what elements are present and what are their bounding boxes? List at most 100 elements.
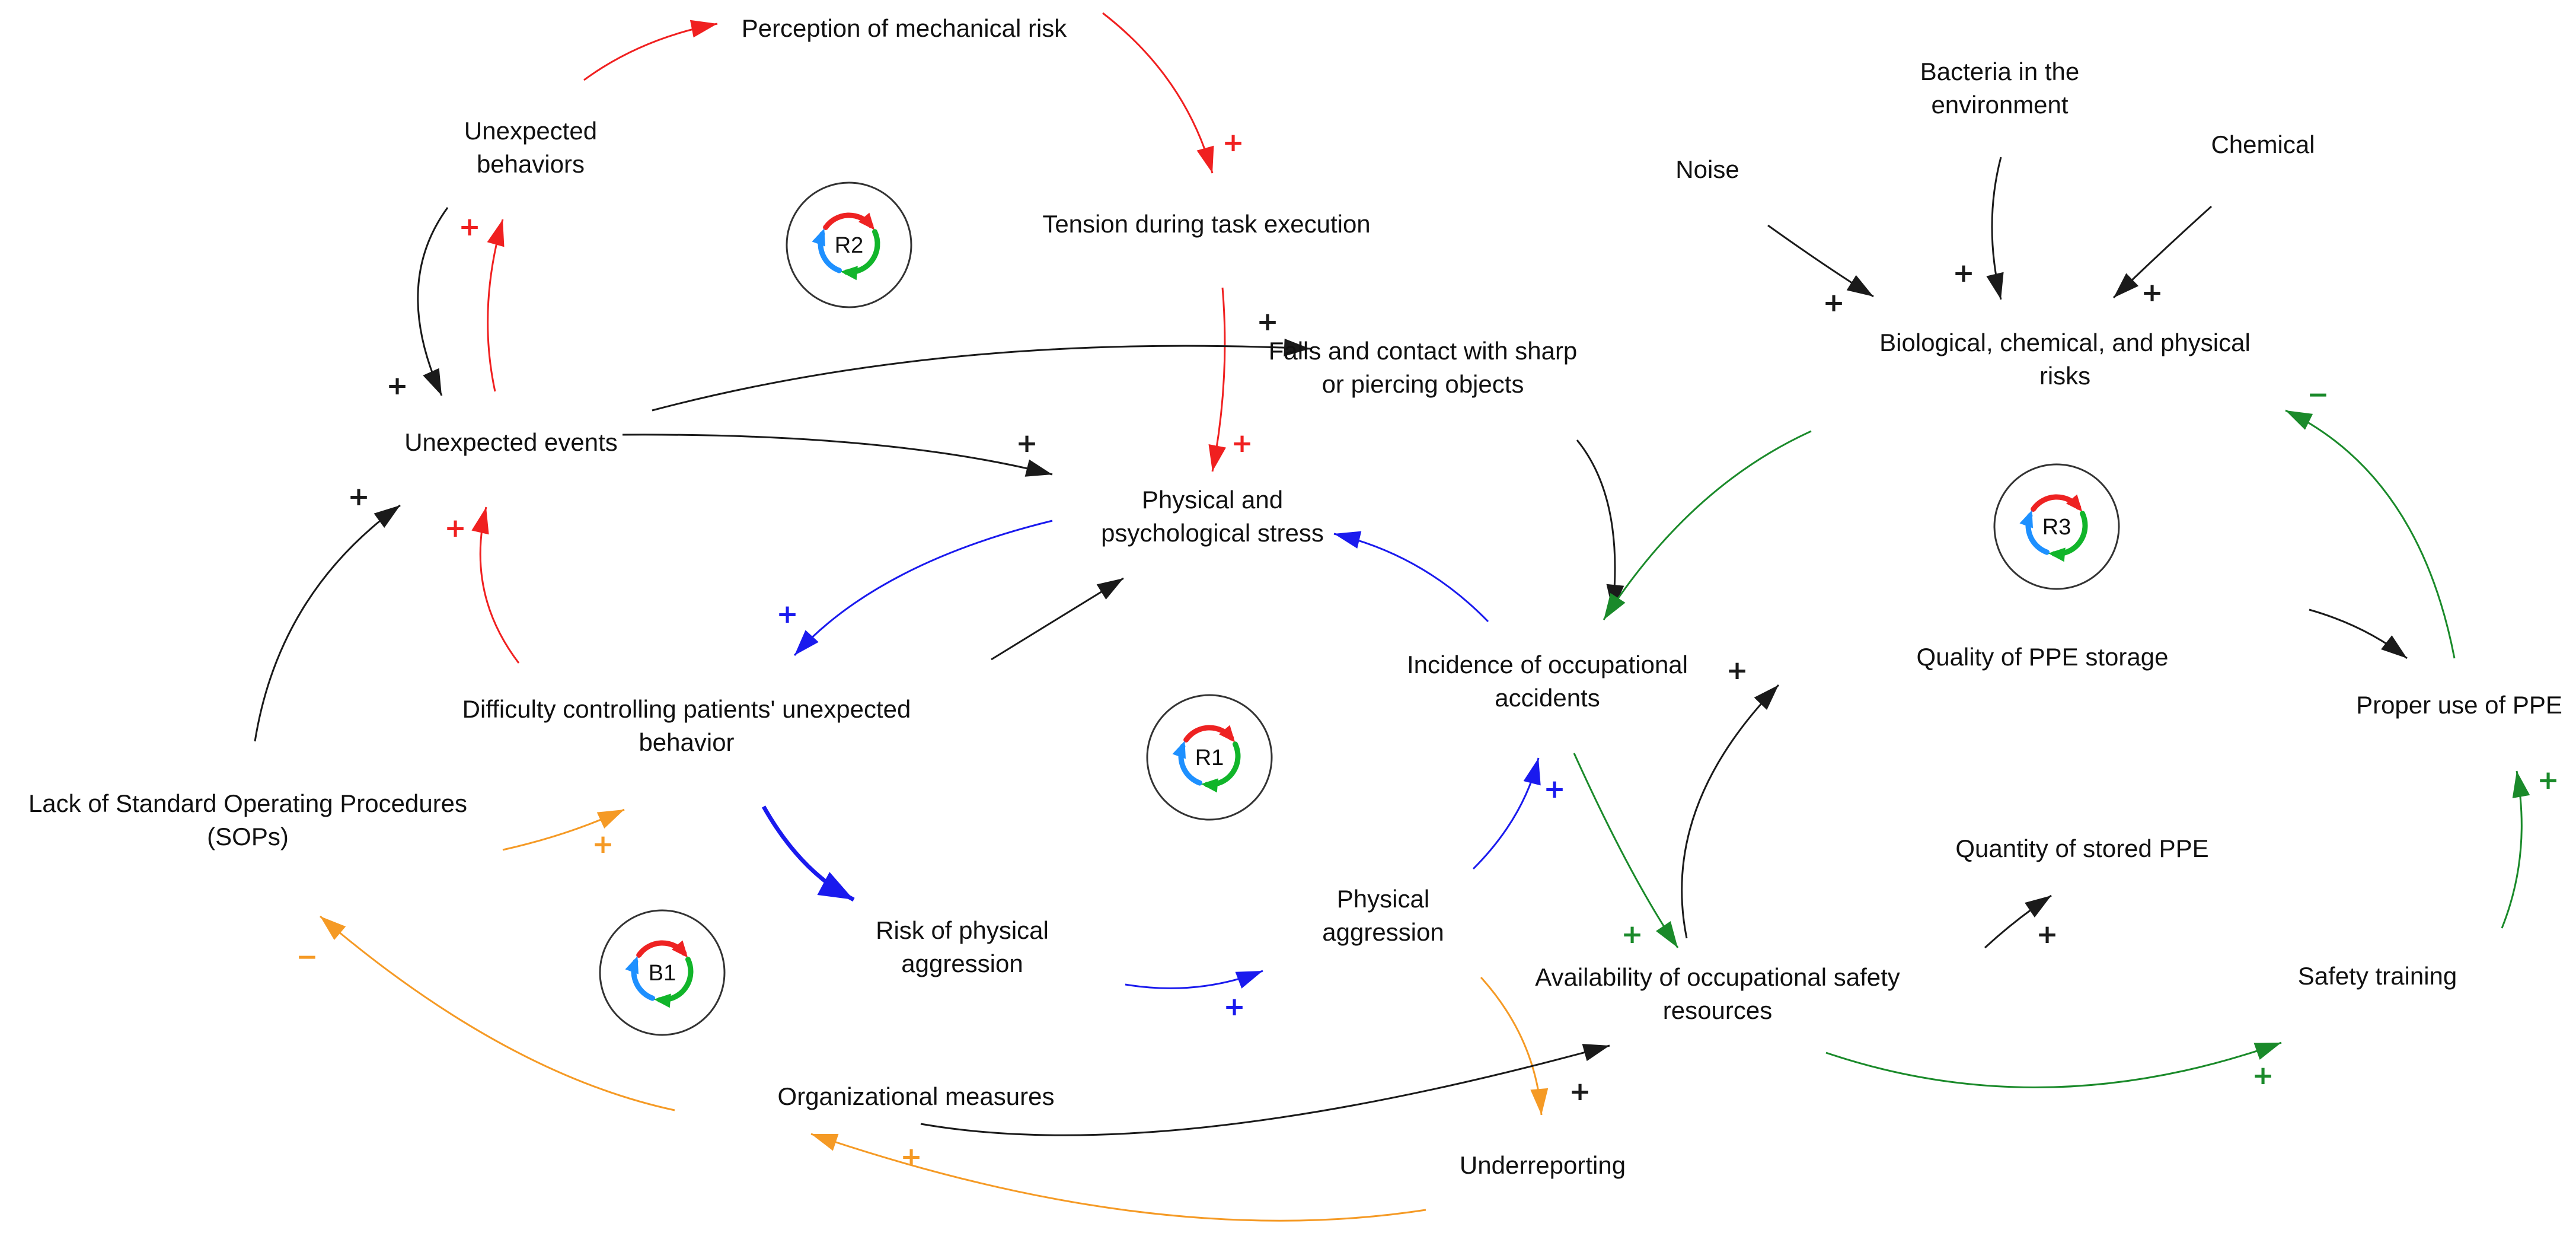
polarity-sign: + [1953,258,1975,288]
node-organizational: Organizational measures [778,1082,1055,1110]
arrowhead-behaviors-to-events [423,368,442,396]
node-chemical: Chemical [2211,130,2315,158]
link-underreporting-to-organizational [810,1133,1426,1222]
node-unexpected-events: Unexpected events [404,428,618,456]
arrowhead-difficulty-to-stress [1096,578,1123,600]
arrowhead-events-to-stress [1024,459,1052,477]
loop-r2: R2 [786,181,912,308]
node-noise: Noise [1675,155,1739,183]
polarity-sign: − [296,942,318,972]
arrowhead-incidence-to-stress [1334,531,1362,549]
arrowhead-difficulty-to-events [471,507,489,535]
arrowhead-underreporting-to-organizational [811,1133,839,1151]
loop-arrowhead [2066,494,2083,512]
causal-links [254,12,2530,1222]
link-behaviors-to-events [417,207,449,396]
polarity-sign: + [901,1142,922,1172]
loop-arrowhead [2019,510,2034,528]
loop-label: B1 [649,961,676,986]
arrowhead-perception-to-tension [1196,145,1214,173]
arrowhead-noise-to-biological [1846,275,1873,297]
link-perception-to-tension [1102,12,1214,174]
polarity-sign: + [1231,428,1253,458]
link-falls-to-incidence [1576,439,1616,611]
loop-arrowhead [625,956,639,974]
polarity-sign: + [1016,428,1038,458]
loop-circle [1146,694,1273,821]
polarity-sign: + [2141,278,2163,308]
node-proper-use: Proper use of PPE [2356,691,2562,719]
loop-arrowhead [840,266,858,281]
polarity-signs: ++++++++++++−+++++++−+++ [296,128,2559,1172]
arrowhead-chemical-to-biological [2114,273,2139,298]
arrowhead-aggression-to-incidence [1523,758,1541,786]
link-organizational-to-sops [320,915,675,1111]
arrowhead-organizational-to-availability [1582,1044,1610,1062]
arrowhead-sops-to-difficulty [596,810,624,829]
arrowhead-sops-to-events [374,505,400,528]
link-sops-to-events [254,504,401,742]
polarity-sign: + [1222,128,1244,158]
link-availability-to-incidence [1681,684,1780,939]
link-events-to-stress [622,434,1053,476]
loop-arrowhead [812,228,826,247]
arrowhead-availability-to-stored [2025,896,2051,917]
polarity-sign: − [2307,380,2329,410]
loop-arrowhead [2048,547,2066,562]
loop-label: R3 [2042,515,2071,540]
link-organizational-to-availability [920,1044,1610,1136]
arrowhead-training-to-proper-use [2512,771,2530,798]
polarity-sign: + [2036,919,2058,950]
loop-arrowhead [672,940,688,958]
node-ppe-storage: Quality of PPE storage [1917,643,2169,671]
arrowhead-bacteria-to-biological [1986,272,2004,300]
polarity-sign: + [1823,288,1845,318]
link-proper-use-to-biological [2285,409,2456,659]
link-stress-to-difficulty [793,520,1053,657]
arrowhead-behaviors-to-perception [690,20,717,38]
node-stored-ppe: Quantity of stored PPE [1955,834,2208,862]
node-tension: Tension during task execution [1042,210,1370,238]
arrowhead-availability-to-training [2253,1043,2281,1060]
arrowhead-proper-use-to-biological [2285,410,2313,430]
node-difficulty: Difficulty controlling patients' unexpec… [462,695,911,756]
loop-label: R2 [835,233,864,258]
link-events-to-falls [652,345,1311,412]
polarity-sign: + [348,482,370,512]
arrowhead-difficulty-to-risk [817,872,854,900]
arrowhead-stress-to-difficulty [794,630,819,655]
loop-circle [1993,463,2120,590]
node-underreporting: Underreporting [1460,1151,1626,1179]
node-perception: Perception of mechanical risk [742,14,1068,42]
polarity-sign: + [1224,992,1246,1022]
polarity-sign: + [2537,765,2559,795]
loop-arrowhead [858,212,875,230]
loop-arrowhead [1172,741,1186,759]
loop-arrowhead [1201,778,1218,793]
polarity-sign: + [1257,307,1279,337]
loop-circle [786,181,912,308]
polarity-sign: + [387,371,408,401]
polarity-sign: + [2252,1060,2274,1091]
link-tension-to-stress [1211,287,1226,472]
polarity-sign: + [1569,1076,1591,1107]
node-sops: Lack of Standard Operating Procedures(SO… [28,789,467,850]
polarity-sign: + [1621,919,1643,950]
arrowhead-biological-to-incidence [1604,592,1626,620]
polarity-sign: + [459,212,481,242]
polarity-sign: + [592,829,614,859]
polarity-sign: + [1726,655,1748,686]
loop-r3: R3 [1993,463,2120,590]
link-availability-to-training [1825,1041,2282,1088]
